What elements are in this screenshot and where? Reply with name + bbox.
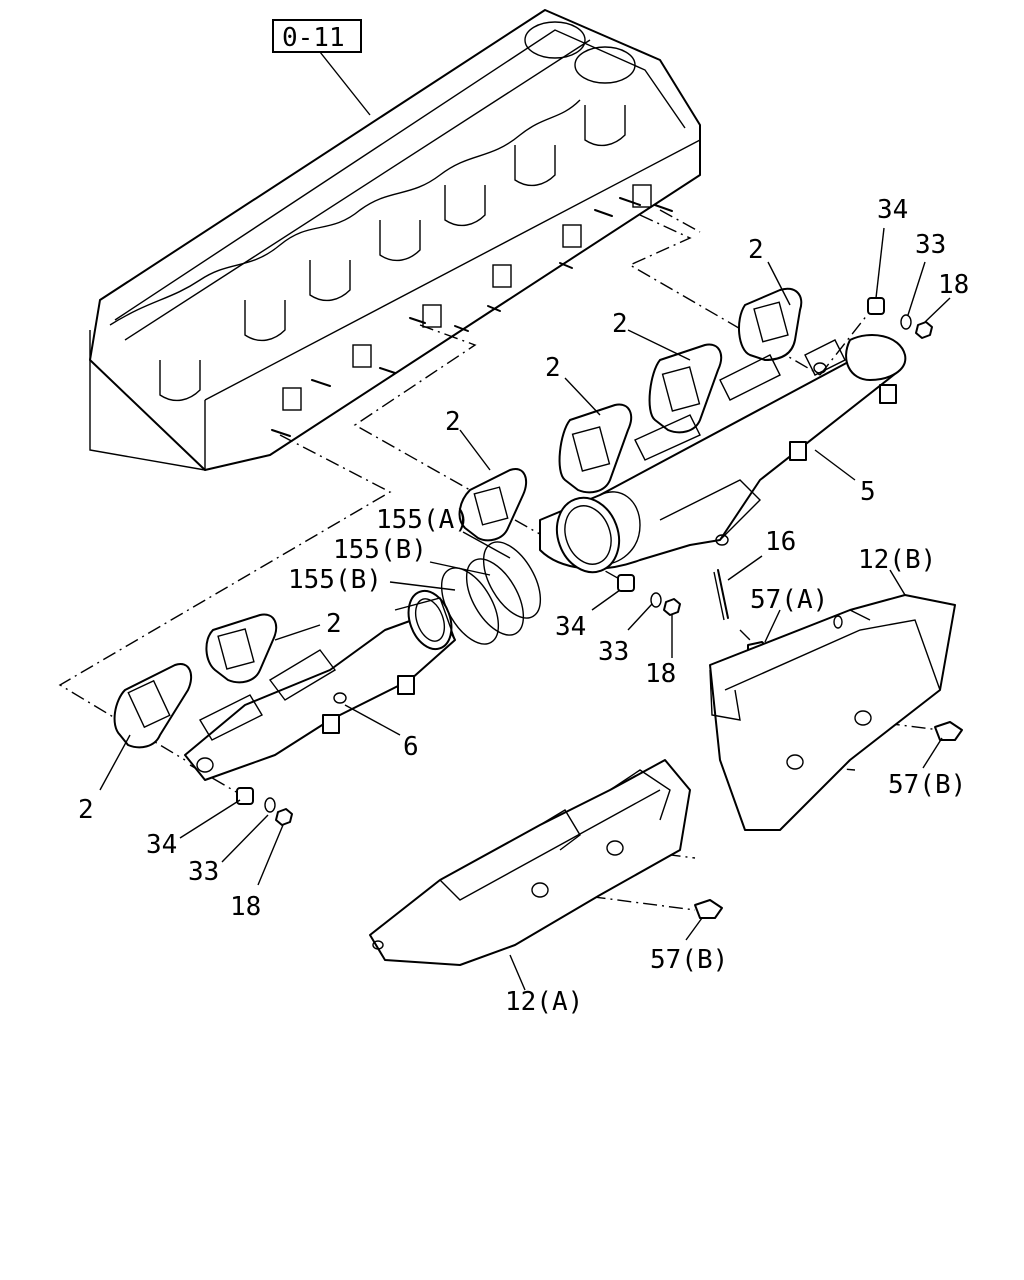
- label-gasket-3: 2: [545, 353, 561, 383]
- label-cover-a: 12(A): [505, 987, 583, 1017]
- leader-lines: [99, 51, 951, 991]
- label-nut-low: 18: [230, 892, 261, 922]
- label-gasket-5: 2: [326, 609, 342, 639]
- label-gasket-1: 2: [748, 235, 764, 265]
- label-bolt-a: 57(A): [750, 585, 828, 615]
- label-gasket-4: 2: [445, 407, 461, 437]
- assembly-lines: [58, 209, 941, 911]
- label-gasket-6: 2: [78, 795, 94, 825]
- label-front-manifold: 6: [403, 732, 419, 762]
- label-washer-top: 33: [915, 230, 946, 260]
- callout-labels: 0-11 2 2 2 2 2 2 5 6 16 155(A) 155(B) 15…: [78, 19, 969, 1017]
- rear-manifold: [539, 334, 907, 574]
- label-cover-b: 12(B): [858, 545, 936, 575]
- gaskets: [113, 287, 803, 749]
- label-spacer-low: 34: [146, 830, 177, 860]
- label-bolt-b-low: 57(B): [650, 945, 728, 975]
- cylinder-head: [89, 9, 701, 471]
- heat-shield-b: [709, 594, 956, 831]
- label-seal-b2: 155(B): [288, 565, 382, 595]
- reference-label: 0-11: [282, 23, 345, 53]
- seal-rings: [440, 541, 542, 645]
- label-washer-low: 33: [188, 857, 219, 887]
- fasteners: [236, 297, 963, 919]
- stud: [713, 569, 729, 621]
- label-bolt-b-right: 57(B): [888, 770, 966, 800]
- heat-shield-a: [369, 759, 691, 966]
- label-seal-a: 155(A): [376, 505, 470, 535]
- label-gasket-2: 2: [612, 309, 628, 339]
- label-nut-mid: 18: [645, 659, 676, 689]
- label-seal-b1: 155(B): [333, 535, 427, 565]
- label-spacer-top: 34: [877, 195, 908, 225]
- label-washer-mid: 33: [598, 637, 629, 667]
- label-rear-manifold: 5: [860, 477, 876, 507]
- label-stud: 16: [765, 527, 796, 557]
- label-nut-top: 18: [938, 270, 969, 300]
- reference-box: [272, 19, 362, 53]
- label-spacer-mid: 34: [555, 612, 586, 642]
